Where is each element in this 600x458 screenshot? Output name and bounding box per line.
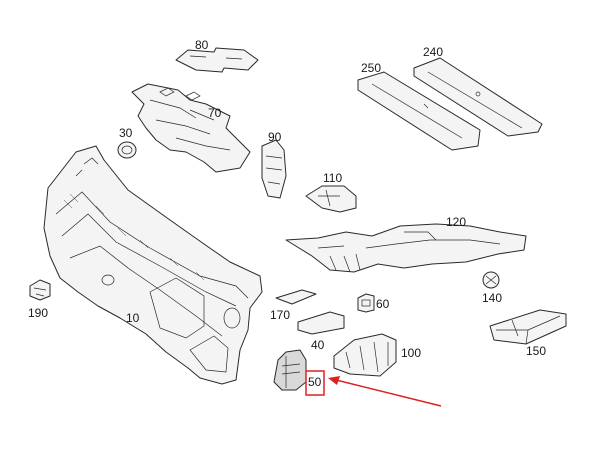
highlight-arrow [328, 376, 442, 407]
part-250-panel[interactable] [357, 71, 481, 151]
callout-110: 110 [323, 171, 343, 185]
callout-170: 170 [270, 308, 291, 322]
callout-250: 250 [361, 61, 382, 75]
callout-90: 80 [195, 38, 209, 52]
callout-120: 120 [446, 215, 467, 229]
part-190-clip[interactable] [29, 279, 51, 301]
part-70-mat[interactable] [131, 83, 251, 173]
part-40-pad[interactable] [297, 311, 345, 335]
highlight-box [305, 370, 325, 396]
callout-190: 190 [28, 306, 49, 320]
part-140-clip[interactable] [482, 271, 500, 289]
callout-30: 30 [119, 126, 133, 140]
part-30-grommet[interactable] [117, 141, 137, 159]
part-10-bulkhead[interactable] [43, 145, 263, 385]
callout-140: 140 [482, 291, 503, 305]
part-110-bracket[interactable] [305, 185, 357, 213]
part-150-block[interactable] [489, 309, 567, 345]
part-50-boot[interactable] [273, 349, 307, 391]
callout-70: 70 [208, 106, 222, 120]
part-80-bracket[interactable] [261, 139, 287, 199]
callout-10: 10 [126, 311, 140, 325]
callout-240: 240 [423, 45, 444, 59]
callout-100: 100 [401, 346, 422, 360]
callout-80: 90 [268, 130, 282, 144]
part-170-pad[interactable] [275, 289, 317, 305]
part-60-clip[interactable] [357, 293, 375, 313]
part-90-mat[interactable] [175, 47, 259, 73]
callout-40: 40 [311, 338, 325, 352]
part-100-plate[interactable] [333, 333, 397, 377]
callout-50[interactable]: 50 [308, 375, 322, 389]
part-120-strip[interactable] [285, 223, 527, 273]
callout-150: 150 [526, 344, 547, 358]
part-240-panel[interactable] [413, 57, 543, 137]
callout-60: 60 [376, 297, 390, 311]
